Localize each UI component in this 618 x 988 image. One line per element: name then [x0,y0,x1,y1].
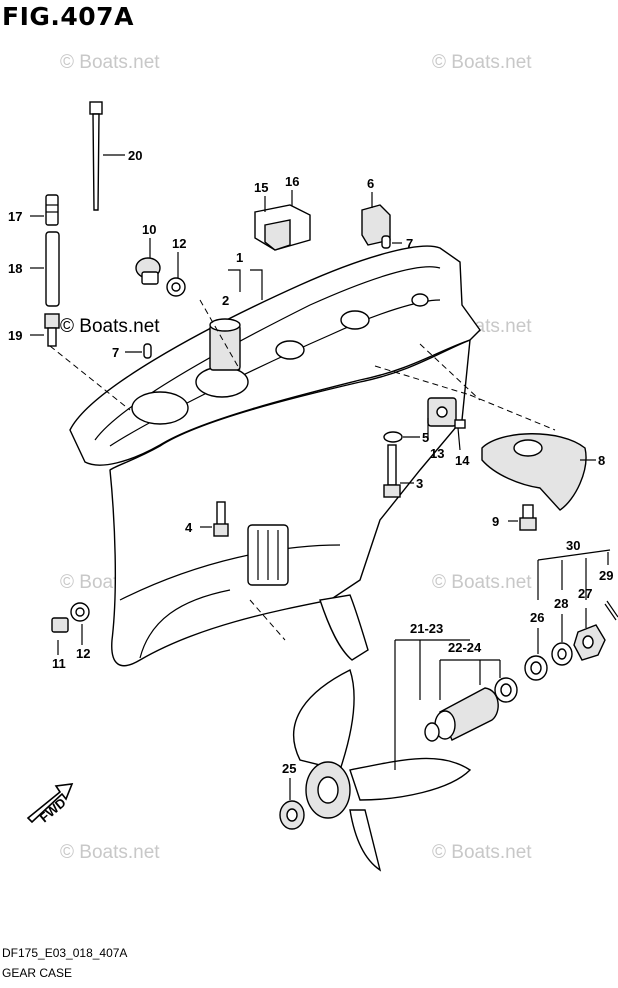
part-label: 20 [128,148,142,163]
part-label: 25 [282,761,296,776]
part-18-tube [45,231,60,307]
part-label: 18 [8,261,22,276]
figure-title: FIG.407A [2,2,134,31]
part-13-anode [427,397,457,427]
part-5-washer [383,431,403,443]
part-label: 17 [8,209,22,224]
watermark: © Boats.net [432,572,532,593]
part-28-washer [551,642,573,666]
part-10-plug [135,257,161,285]
part-15-16-clips [254,204,311,251]
part-26-washer [524,655,548,681]
watermark: © Boats.net [60,842,160,863]
part-27-nut [573,624,606,661]
part-12-washer-lower [70,602,90,622]
part-label: 8 [598,453,605,468]
figure-name: GEAR CASE [2,966,73,980]
part-3-bolt [383,444,401,498]
part-label: 19 [8,328,22,343]
part-25-thrust-washer [279,800,305,830]
fwd-arrow: FWD [26,783,74,826]
part-12-washer [166,277,186,297]
part-label: 7 [406,236,413,251]
part-label: 14 [455,453,470,468]
part-21-24-bushing [424,677,518,742]
part-label: 7 [112,345,119,360]
part-14-bolt [454,419,466,429]
part-label: 21-23 [410,621,443,636]
fwd-label: FWD [36,795,68,826]
watermark: © Boats.net [432,52,532,73]
part-29-cotter-pin [604,600,618,621]
part-label: 27 [578,586,592,601]
watermark: © Boats.net [60,52,160,73]
part-label: 4 [185,520,193,535]
part-label: 3 [416,476,423,491]
part-label: 5 [422,430,429,445]
part-label: 13 [430,446,444,461]
part-number-labels: 20 17 18 19 15 16 6 7 10 12 1 2 7 5 13 1… [8,148,613,776]
gear-case-body [69,245,481,667]
part-label: 12 [76,646,90,661]
watermark: © Boats.net [60,316,160,337]
part-19-fitting [44,313,60,347]
figure-code: DF175_E03_018_407A [2,946,128,960]
propeller [293,669,472,872]
part-label: 30 [566,538,580,553]
part-label: 26 [530,610,544,625]
part-label: 2 [222,293,229,308]
part-label: 6 [367,176,374,191]
part-label: 16 [285,174,299,189]
part-20-tie-strap [89,101,103,211]
part-label: 10 [142,222,156,237]
part-7-pin-left [143,343,152,359]
part-8-trim-tab [481,433,587,511]
leader-lines [30,154,611,800]
part-label: 28 [554,596,568,611]
part-7-pin [381,235,391,249]
part-11-plug [51,617,69,633]
part-9-bolt [519,504,537,531]
part-label: 29 [599,568,613,583]
part-label: 11 [52,656,66,671]
part-label: 22-24 [448,640,482,655]
part-label: 12 [172,236,186,251]
watermark: © Boats.net [432,842,532,863]
part-label: 15 [254,180,268,195]
part-label: 9 [492,514,499,529]
part-4-bolt [213,501,229,537]
part-label: 1 [236,250,243,265]
part-17-sleeve [45,194,59,226]
